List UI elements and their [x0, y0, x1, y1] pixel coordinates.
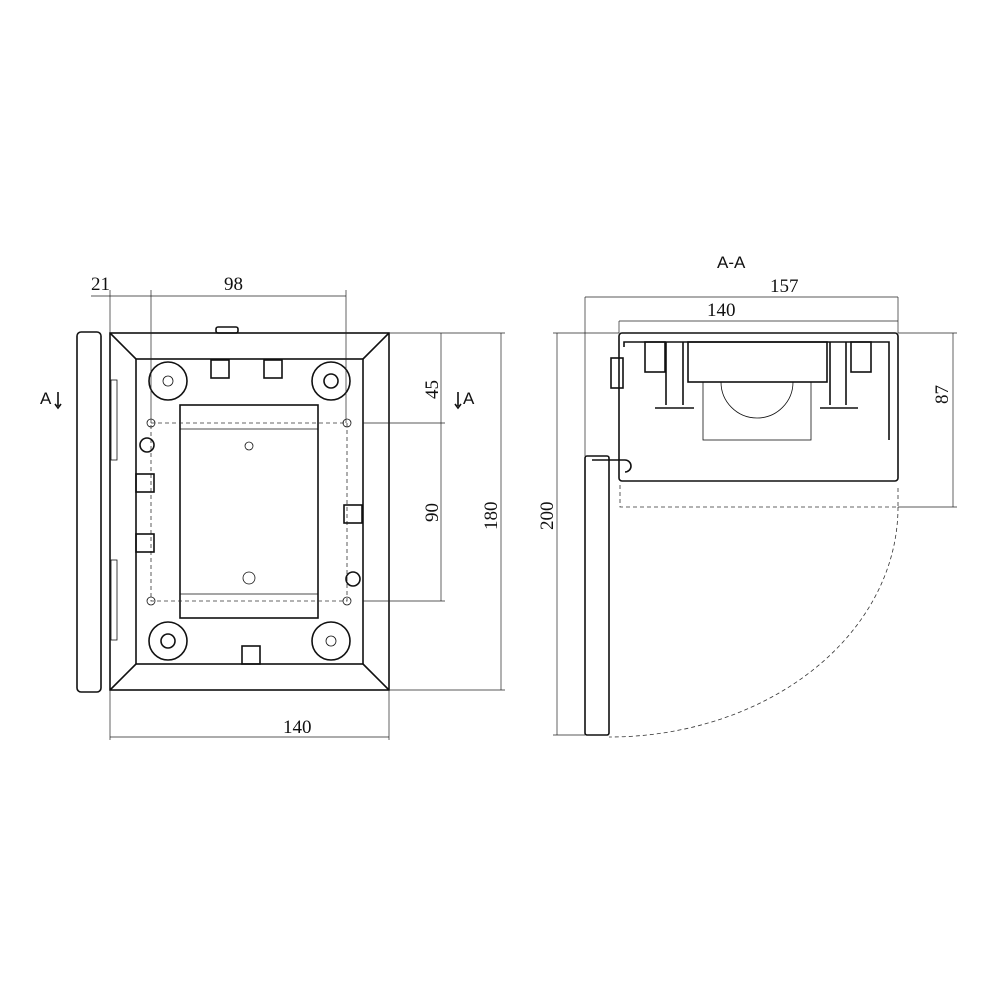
plate-hole [242, 571, 256, 585]
dim-bottom [109, 690, 390, 740]
enclosure-outer [109, 332, 390, 691]
mount-holes [146, 418, 352, 606]
din-rail-module [687, 341, 828, 383]
module-knob [720, 381, 794, 419]
door-open [584, 455, 610, 736]
section-marker-left: A [40, 389, 52, 408]
dim-door [553, 332, 619, 736]
dim-width: 140 [283, 717, 312, 738]
inner-frame [623, 341, 890, 440]
door-hinge [110, 559, 118, 641]
standoffs [655, 342, 858, 409]
enclosure-bevels [109, 332, 390, 691]
dim-mount-top: 45 [422, 380, 443, 399]
dim-top [584, 296, 899, 456]
dim-top [91, 290, 347, 423]
clips [135, 359, 363, 665]
hinge [592, 459, 632, 473]
dim-total-width: 157 [770, 276, 799, 297]
corner-bosses [148, 361, 351, 661]
dim-mount-width: 98 [224, 274, 243, 295]
door-panel-side [76, 331, 102, 693]
dim-right [363, 332, 505, 691]
plate-strips [180, 428, 318, 595]
dim-door-height: 200 [537, 502, 558, 531]
dim-depth-label: 87 [932, 385, 953, 404]
module-body [702, 381, 812, 441]
section-marker-right: A [463, 389, 475, 408]
nut-left [644, 341, 666, 373]
front-view: 21 98 45 90 180 140 A A [40, 274, 505, 740]
dim-mount-height: 90 [422, 503, 443, 522]
enclosure-section [618, 332, 899, 482]
mounting-plate [179, 404, 319, 619]
door-hinge [110, 379, 118, 461]
lock [610, 357, 624, 389]
door-swing-arc [608, 506, 899, 738]
section-arrow-icon [454, 392, 462, 410]
section-view: A-A 157 140 87 200 [537, 253, 957, 738]
section-title: A-A [717, 253, 746, 272]
dim-depth [898, 332, 957, 508]
mounting-pattern [150, 422, 348, 602]
dim-height: 180 [481, 502, 502, 531]
section-arrow-icon [54, 392, 62, 410]
door-closed-outline [619, 485, 899, 508]
top-latch [215, 326, 239, 334]
dim-box-width: 140 [707, 300, 736, 321]
dim-door-offset: 21 [91, 274, 110, 295]
nut-right [850, 341, 872, 373]
plate-hole [244, 441, 254, 451]
